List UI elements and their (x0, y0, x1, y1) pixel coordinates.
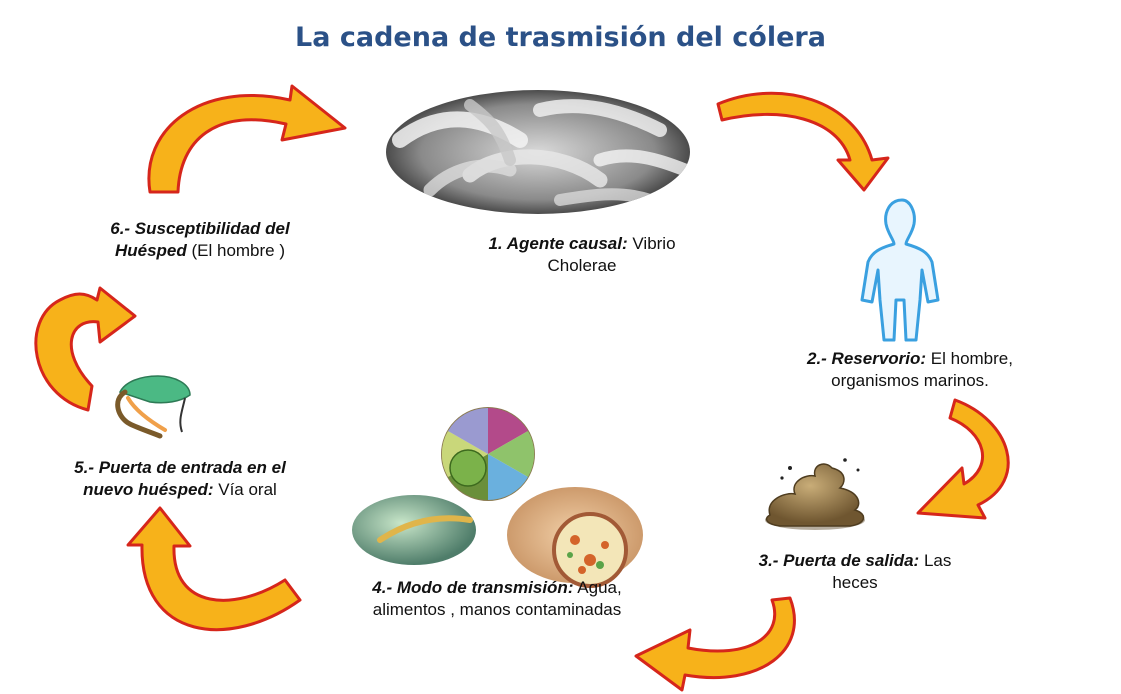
arrow-3-to-4 (634, 596, 796, 692)
cycle-arrows (34, 84, 1010, 692)
step-3-label: 3.- Puerta de salida: Las heces (758, 551, 952, 592)
human-silhouette-icon (860, 198, 940, 342)
arrow-5-to-6 (34, 286, 137, 412)
contaminated-hands-icon (507, 487, 643, 588)
arrow-1-to-2 (716, 91, 890, 192)
food-pie-icon (441, 407, 535, 501)
step-1-label: 1. Agente causal: Vibrio Cholerae (488, 234, 676, 275)
step-4-label: 4.- Modo de transmisión: Agua, alimentos… (372, 578, 622, 619)
feces-icon (765, 458, 865, 530)
arrow-4-to-5 (126, 506, 302, 632)
step-5-label: 5.- Puerta de entrada en el nuevo huéspe… (74, 458, 286, 499)
bacteria-micrograph-icon (386, 90, 690, 214)
step-6-label: 6.- Susceptibilidad del Huésped (El homb… (110, 219, 290, 260)
arrow-6-to-1 (147, 84, 347, 194)
diagram-title: La cadena de trasmisión del cólera (295, 22, 826, 53)
arrow-2-to-3 (916, 398, 1010, 520)
mouth-icon (115, 375, 191, 439)
water-drop-icon (352, 495, 476, 565)
step-2-label: 2.- Reservorio: El hombre, organismos ma… (807, 349, 1013, 390)
